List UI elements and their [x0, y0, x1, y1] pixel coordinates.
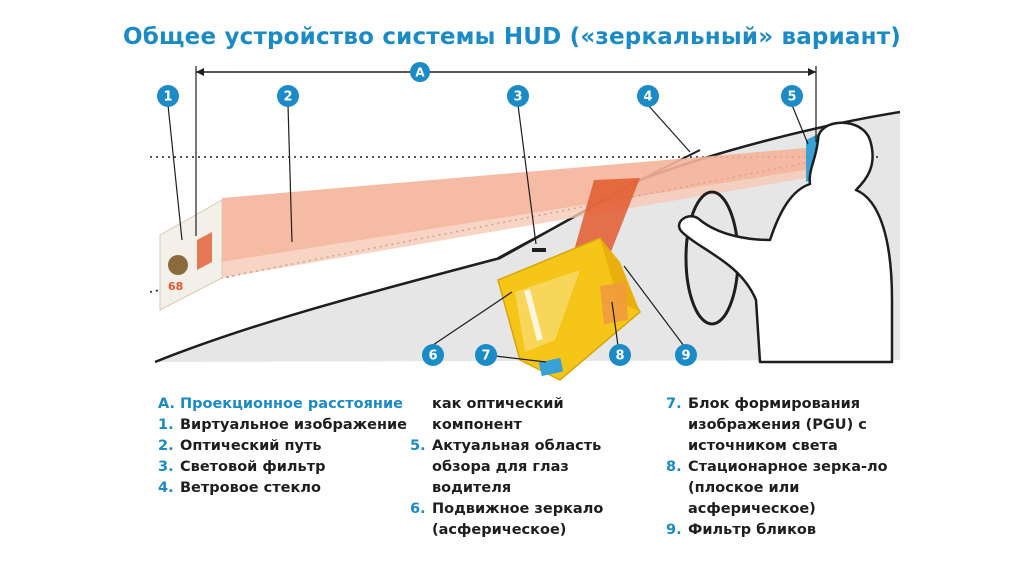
dimension-badge: [410, 62, 430, 82]
legend-text: Фильтр бликов: [688, 522, 817, 538]
callout-2: 2: [277, 85, 299, 107]
svg-text:9: 9: [681, 349, 690, 364]
driver-silhouette: [677, 121, 894, 364]
legend-item-4-continuation: как оптический компонент: [410, 394, 640, 436]
callout-9: 9: [675, 344, 697, 366]
svg-text:6: 6: [428, 349, 437, 364]
legend-num: 9.: [666, 522, 682, 538]
dimension-label: A: [415, 66, 425, 80]
legend-text: Подвижное зеркало (асферическое): [432, 501, 604, 538]
speed-readout: 68: [168, 280, 183, 293]
legend-item-5: 5. Актуальная область обзора для глаз вод…: [410, 436, 640, 499]
svg-text:7: 7: [481, 349, 490, 364]
legend-item-1: 1. Виртуальное изображение: [158, 415, 418, 436]
legend-text: как оптический компонент: [432, 396, 564, 433]
legend-num: 3.: [158, 459, 174, 475]
legend-item-3: 3. Световой фильтр: [158, 457, 418, 478]
legend-text: Виртуальное изображение: [180, 417, 407, 433]
legend-item-2: 2. Оптический путь: [158, 436, 418, 457]
virtual-image-panel: 68: [159, 199, 223, 311]
legend-item-4: 4. Ветровое стекло: [158, 478, 418, 499]
legend-num: 5.: [410, 438, 426, 454]
legend-num: A.: [158, 396, 175, 412]
legend-num: 8.: [666, 459, 682, 475]
callout-5: 5: [781, 85, 803, 107]
legend-num: 6.: [410, 501, 426, 517]
legend-item-9: 9. Фильтр бликов: [666, 520, 896, 541]
callout-6: 6: [422, 344, 444, 366]
legend-text: Ветровое стекло: [180, 480, 321, 496]
svg-text:3: 3: [513, 90, 522, 105]
legend-num: 2.: [158, 438, 174, 454]
legend-num: 4.: [158, 480, 174, 496]
svg-text:5: 5: [787, 90, 796, 105]
optical-beam: [222, 148, 806, 262]
callout-7: 7: [475, 344, 497, 366]
legend-text: Оптический путь: [180, 438, 322, 454]
legend-column-1: A. Проекционное расстояние 1. Виртуальное …: [158, 394, 418, 499]
legend-text: Блок формирования изображения (PGU) с ис…: [688, 396, 867, 454]
legend-text: Актуальная область обзора для глаз водит…: [432, 438, 602, 496]
legend-item-6: 6. Подвижное зеркало (асферическое): [410, 499, 640, 541]
legend-item-a: A. Проекционное расстояние: [158, 394, 418, 415]
legend-text: Стационарное зерка-ло (плоское или асфер…: [688, 459, 888, 517]
callout-1: 1: [157, 85, 179, 107]
light-filter: [532, 248, 546, 252]
legend-item-7: 7. Блок формирования изображения (PGU) с …: [666, 394, 896, 457]
legend-item-8: 8. Стационарное зерка-ло (плоское или асф…: [666, 457, 896, 520]
svg-text:8: 8: [615, 349, 624, 364]
callout-4: 4: [637, 85, 659, 107]
svg-text:4: 4: [643, 90, 652, 105]
svg-text:2: 2: [283, 90, 292, 105]
page-title: Общее устройство системы HUD («зеркальны…: [123, 24, 901, 50]
svg-text:1: 1: [163, 90, 172, 105]
legend-text: Световой фильтр: [180, 459, 326, 475]
legend-num: 7.: [666, 396, 682, 412]
legend-column-3: 7. Блок формирования изображения (PGU) с …: [666, 394, 896, 541]
legend-column-2: как оптический компонент 5. Актуальная об…: [410, 394, 640, 541]
callout-8: 8: [609, 344, 631, 366]
optical-beam-shadow: [222, 170, 806, 278]
legend-text: Проекционное расстояние: [180, 396, 403, 412]
hud-unit: [497, 237, 641, 381]
callout-3: 3: [507, 85, 529, 107]
legend-num: 1.: [158, 417, 174, 433]
